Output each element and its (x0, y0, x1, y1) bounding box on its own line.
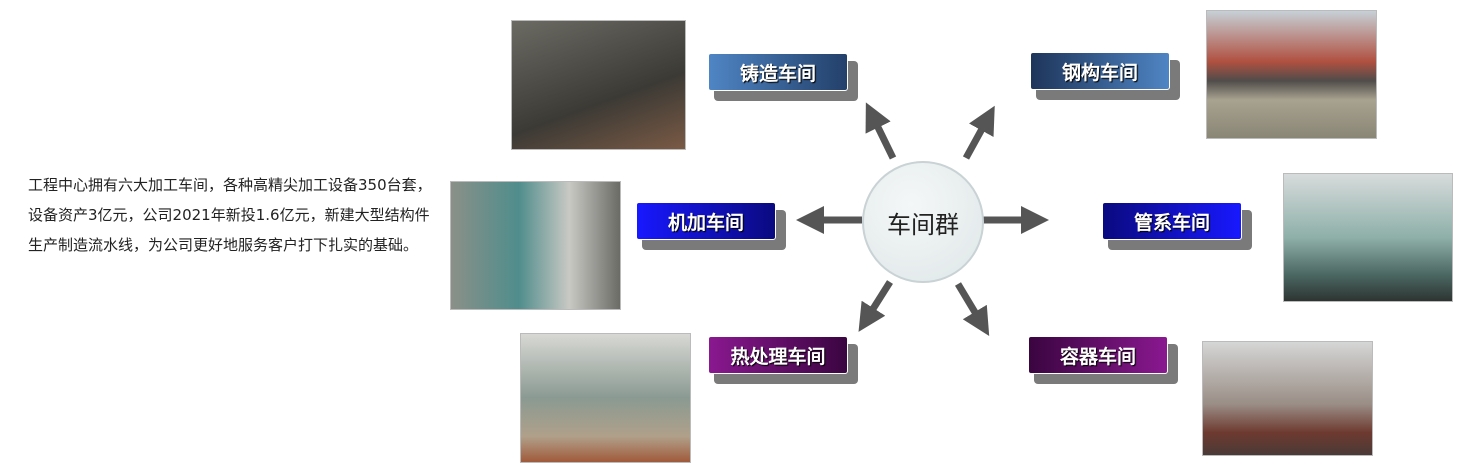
heat-treatment-workshop-label: 热处理车间 (708, 336, 858, 384)
vessel-workshop-label: 容器车间 (1028, 336, 1178, 384)
piping-workshop-photo (1283, 173, 1453, 302)
intro-text: 工程中心拥有六大加工车间，各种高精尖加工设备350台套，设备资产3亿元，公司20… (28, 176, 432, 254)
steel-structure-workshop-photo (1206, 10, 1377, 139)
arrow-heat (858, 280, 893, 332)
arrow-vessel (954, 282, 990, 337)
machining-workshop-label: 机加车间 (636, 202, 786, 250)
vessel-workshop-photo (1202, 341, 1373, 456)
casting-workshop-photo (511, 20, 686, 150)
heat-treatment-workshop-photo (520, 333, 691, 463)
arrow-steel (962, 105, 995, 160)
arrow-casting (865, 102, 897, 160)
machining-workshop-photo (450, 181, 621, 310)
casting-workshop-label: 铸造车间 (708, 53, 858, 101)
steel-structure-workshop-label: 钢构车间 (1030, 52, 1180, 100)
piping-workshop-label: 管系车间 (1102, 202, 1252, 250)
workshop-group-hub: 车间群 (862, 161, 984, 283)
